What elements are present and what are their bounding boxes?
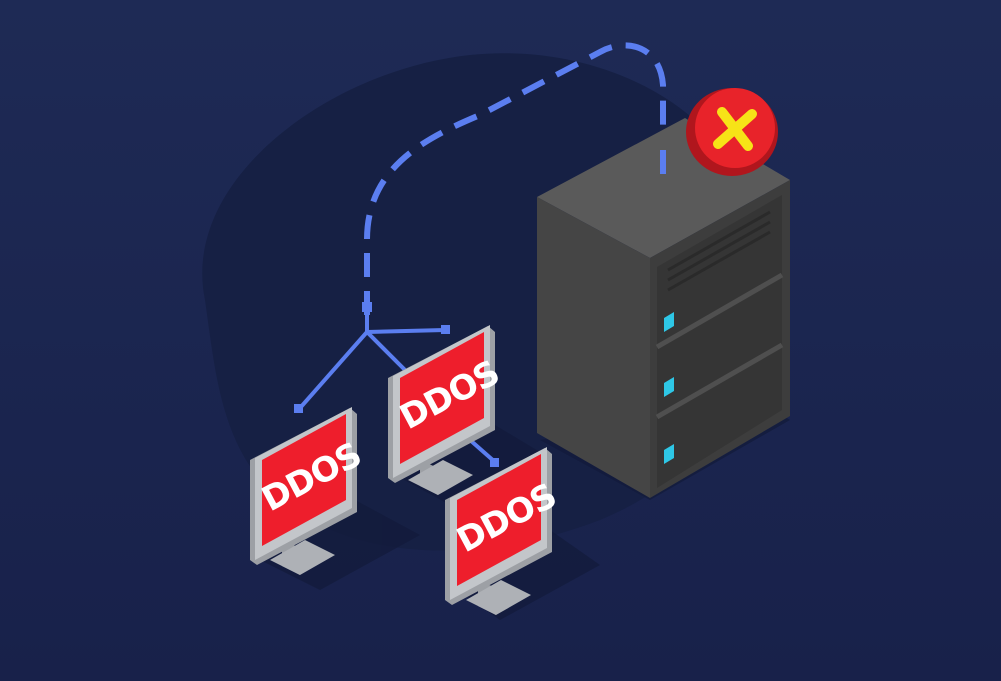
monitor-screen: [400, 332, 484, 464]
server-indicator-lights: [664, 312, 674, 464]
error-x-icon: [686, 88, 778, 176]
botnet-monitor: DDOS: [388, 325, 506, 495]
connector-end-caps: [294, 302, 499, 467]
botnet-monitor: DDOS: [445, 447, 563, 615]
attack-dashed-line: [364, 42, 666, 315]
monitor-screen: [457, 454, 541, 586]
botnet-monitor: DDOS: [250, 407, 368, 575]
monitor-screen: [262, 414, 346, 546]
